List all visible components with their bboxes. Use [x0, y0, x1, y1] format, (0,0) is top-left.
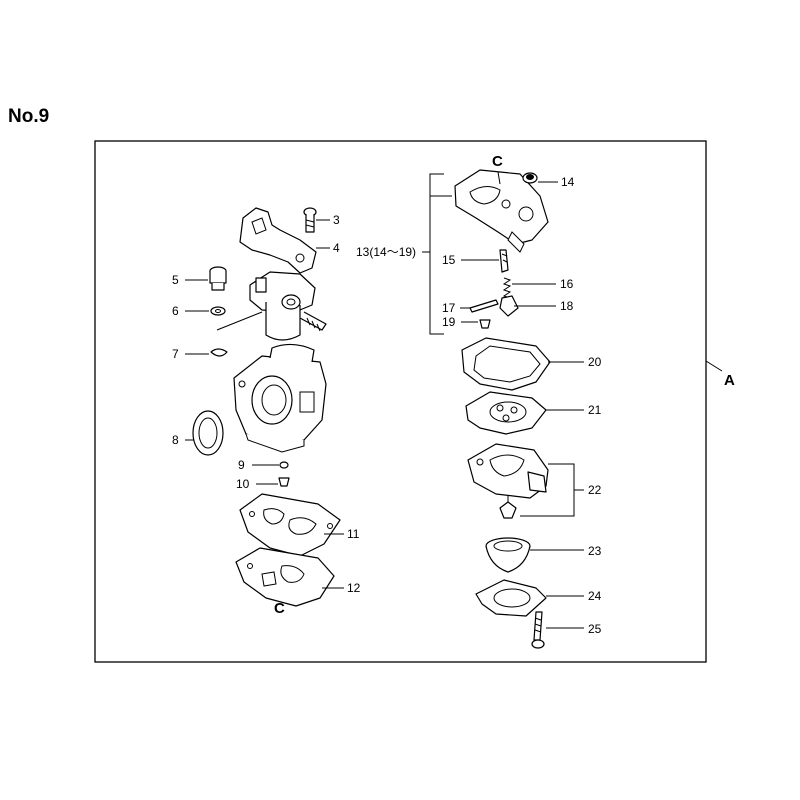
part-6-washer [185, 306, 226, 316]
part-20-gasket [461, 337, 584, 391]
part-13-pump-body [454, 169, 549, 253]
part-17-pin [460, 299, 499, 313]
part-24-retainer [475, 579, 584, 617]
part-label-22: 22 [588, 483, 602, 497]
part-label-9: 9 [238, 458, 245, 472]
part-7-clip [185, 348, 228, 357]
part-label-6: 6 [172, 304, 179, 318]
part-label-12: 12 [347, 581, 361, 595]
carburetor-body [233, 343, 327, 453]
assembly-label-13: 13(14～19) [356, 245, 416, 259]
part-12-plate [235, 547, 344, 607]
part-4-lever [239, 207, 330, 274]
part-label-25: 25 [588, 622, 602, 636]
part-18-lever [499, 295, 556, 317]
connector-c-top: C [492, 153, 503, 170]
part-label-16: 16 [560, 277, 574, 291]
part-14-cap [522, 172, 558, 184]
part-label-23: 23 [588, 544, 602, 558]
diagram-frame [94, 140, 707, 663]
part-label-15: 15 [442, 253, 456, 267]
part-label-24: 24 [588, 589, 602, 603]
part-label-18: 18 [560, 299, 574, 313]
part-23-primer-bulb [485, 537, 584, 573]
part-3-screw [303, 207, 330, 233]
part-11-gasket [239, 493, 344, 557]
part-label-4: 4 [333, 241, 340, 255]
part-10-jet [256, 477, 290, 487]
frame-label-a: A [724, 372, 735, 389]
part-25-screw [531, 611, 584, 649]
part-label-8: 8 [172, 433, 179, 447]
part-9-o-ring [252, 461, 289, 469]
part-label-10: 10 [236, 477, 250, 491]
part-5-plug [185, 266, 227, 291]
part-label-21: 21 [588, 403, 602, 417]
part-label-17: 17 [442, 301, 456, 315]
part-label-5: 5 [172, 273, 179, 287]
part-label-14: 14 [561, 175, 575, 189]
part-label-11: 11 [347, 527, 360, 541]
part-15-needle [461, 249, 509, 273]
part-label-7: 7 [172, 347, 179, 361]
part-19-screw [461, 319, 491, 329]
throttle-housing [216, 271, 327, 341]
connector-c-bottom: C [274, 600, 285, 617]
page-title: No.9 [8, 106, 50, 127]
part-21-diaphragm [465, 391, 584, 435]
part-8-gasket-ring [185, 410, 224, 456]
assembly-13-bracket [429, 173, 444, 335]
part-22-cover [467, 443, 549, 519]
part-label-3: 3 [333, 213, 340, 227]
part-16-spring [502, 277, 556, 299]
part-label-19: 19 [442, 315, 456, 329]
part-label-20: 20 [588, 355, 602, 369]
